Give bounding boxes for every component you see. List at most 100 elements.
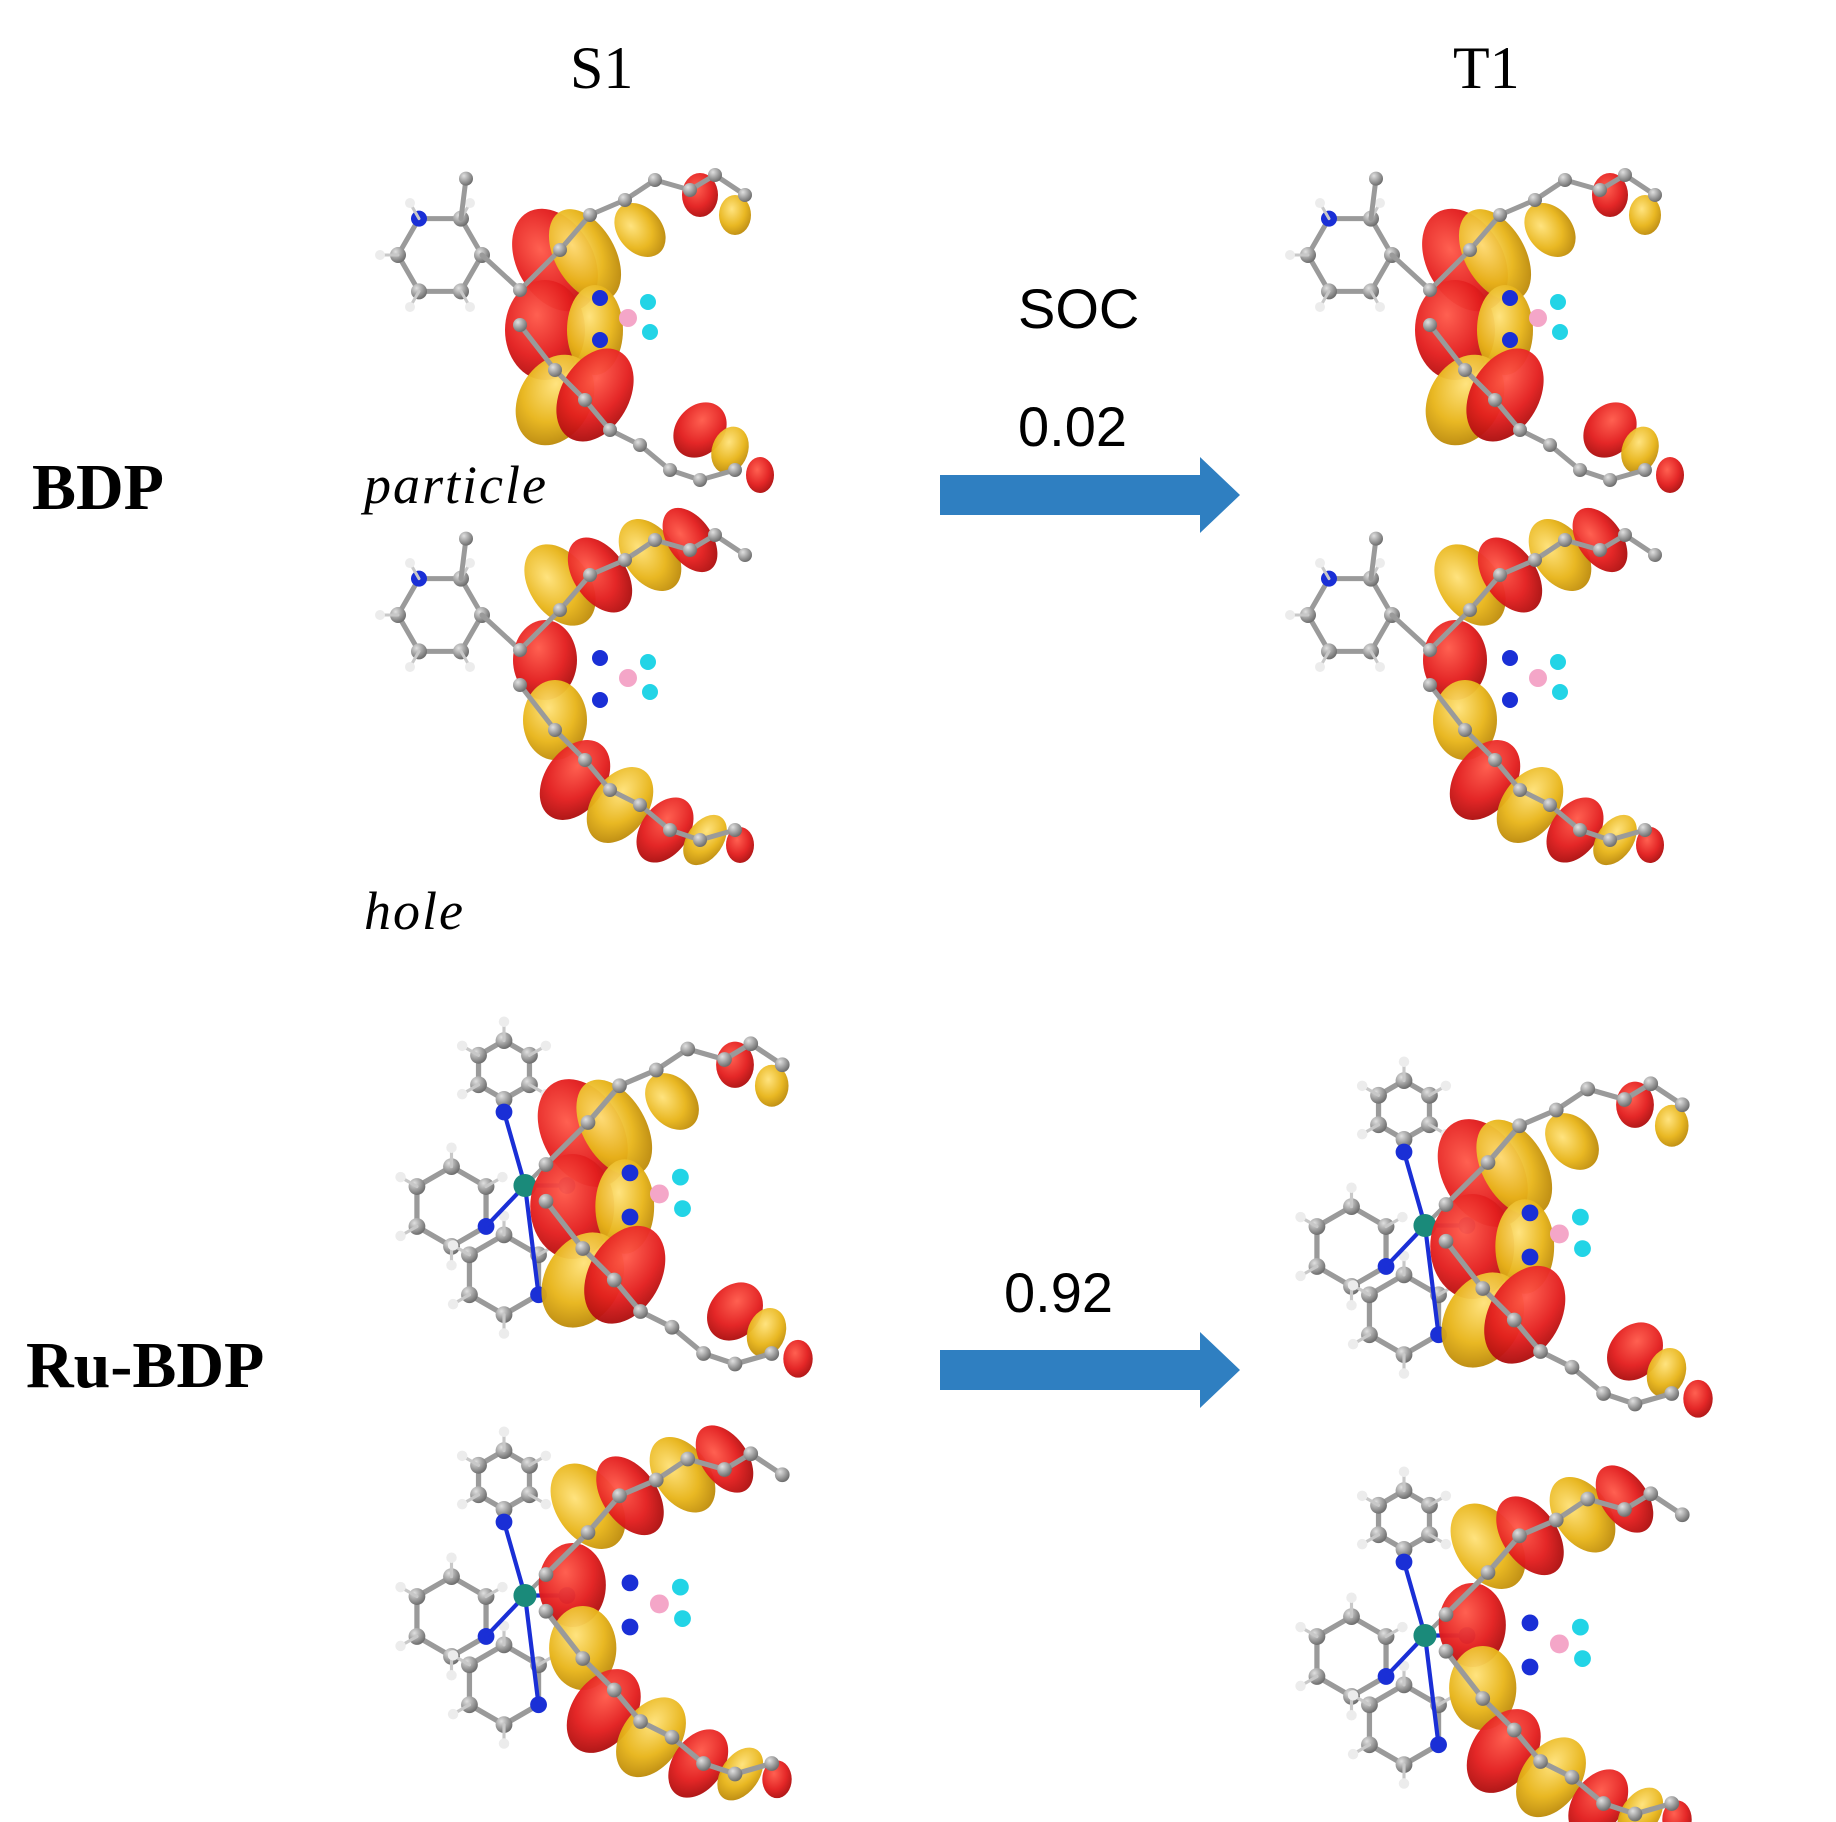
carbon-atom: [774, 1057, 790, 1073]
hydrogen-atom: [1347, 1338, 1359, 1350]
bond: [552, 727, 588, 763]
methylpyridine-group: [375, 171, 523, 312]
carbon-atom: [743, 1446, 759, 1462]
bodipy-core: [1423, 168, 1662, 487]
bond: [1462, 367, 1498, 403]
bond: [1422, 1633, 1441, 1747]
carbon-atom: [1580, 1491, 1596, 1507]
fluorine-atom: [1574, 1650, 1591, 1667]
carbon-atom: [1543, 798, 1557, 812]
bodipy-core: [538, 1036, 790, 1372]
bond: [1401, 1559, 1428, 1638]
bond: [1443, 1238, 1486, 1292]
orbital-lobe-yellow: [1646, 1347, 1687, 1398]
carbon-atom: [1674, 1097, 1690, 1113]
bdp-s1-hole-panel: [375, 507, 754, 866]
carbon-atom: [513, 318, 527, 332]
carbon-atom: [1558, 173, 1572, 187]
carbon-atom: [728, 823, 742, 837]
hydrogen-atom: [1346, 1592, 1357, 1603]
carbon-atom: [1543, 438, 1557, 452]
carbon-atom: [580, 1115, 596, 1130]
carbon-atom: [1438, 1233, 1454, 1249]
hydrogen-atom: [375, 610, 385, 620]
hydrogen-atom: [1375, 301, 1385, 312]
carbon-atom: [1438, 1607, 1454, 1622]
carbon-atom: [1458, 723, 1472, 737]
carbon-atom: [696, 1346, 711, 1361]
orbital-lobe-red: [1595, 1465, 1654, 1533]
hydrogen-atom: [395, 1230, 406, 1242]
bond: [1427, 607, 1473, 653]
carbon-atom: [548, 723, 562, 737]
carbon-atom: [583, 208, 597, 222]
orbital-lobe-red: [1572, 507, 1628, 573]
bond: [580, 1245, 617, 1283]
orbital-lobe-yellow: [754, 1064, 789, 1107]
hydrogen-atom: [1285, 250, 1295, 260]
soc-value-bdp: 0.02: [1018, 395, 1127, 458]
hole-orbital-density: [538, 1425, 792, 1801]
particle-orbital-density: [530, 1041, 813, 1378]
boron-atom: [1529, 669, 1547, 687]
carbon-atom: [743, 1036, 759, 1052]
hydrogen-atom: [1315, 661, 1325, 672]
nitrogen-atom: [1502, 290, 1518, 306]
bond: [501, 1519, 528, 1598]
carbon-atom: [1664, 1796, 1680, 1811]
bond: [557, 212, 593, 253]
carbon-atom: [683, 543, 697, 557]
particle-label: particle: [364, 455, 548, 515]
carbon-atom: [1369, 171, 1383, 186]
nitrogen-atom: [592, 650, 608, 666]
orbital-lobe-red: [596, 1456, 664, 1536]
carbon-atom: [1638, 823, 1652, 837]
hydrogen-atom: [1346, 1182, 1357, 1193]
orbital-lobe-yellow: [1545, 1113, 1599, 1170]
orbital-lobe-yellow: [1476, 1119, 1553, 1216]
carbon-atom: [612, 1078, 627, 1094]
orbital-lobe-yellow: [576, 1079, 653, 1176]
carbon-atom: [1573, 463, 1587, 477]
carbon-atom: [648, 173, 662, 187]
carbon-atom: [1528, 193, 1542, 207]
carbon-atom: [1438, 1197, 1454, 1212]
hydrogen-atom: [1356, 1490, 1368, 1502]
fluorine-atom: [674, 1610, 691, 1627]
bond: [543, 1608, 586, 1662]
carbon-atom: [1548, 1512, 1564, 1528]
nitrogen-atom: [621, 1618, 639, 1636]
orbital-lobe-yellow: [1621, 426, 1659, 474]
hydrogen-atom: [1347, 1280, 1359, 1291]
orbital-lobe-yellow: [1654, 1104, 1689, 1147]
carbon-atom: [693, 833, 707, 847]
hydrogen-atom: [1440, 1080, 1452, 1092]
hydrogen-atom: [1295, 1211, 1306, 1223]
ruthenium-complex: [1295, 1056, 1476, 1379]
carbon-atom: [774, 1467, 790, 1483]
carbon-atom: [513, 643, 527, 657]
fluorine-atom: [640, 294, 656, 310]
hydrogen-atom: [497, 1171, 508, 1183]
nitrogen-atom: [621, 1574, 639, 1592]
bond: [479, 252, 523, 293]
carbon-atom: [708, 168, 722, 182]
hydrogen-atom: [405, 198, 415, 209]
orbital-lobe-red: [567, 537, 633, 613]
carbon-atom: [495, 1501, 513, 1518]
carbon-atom: [680, 1451, 696, 1467]
bond: [1427, 247, 1473, 293]
bond: [1443, 1569, 1491, 1618]
row-label-ru-bdp: Ru-BDP: [26, 1329, 265, 1402]
carbon-atom: [1603, 473, 1617, 487]
orbital-lobe-yellow: [711, 426, 749, 474]
hydrogen-atom: [498, 1426, 510, 1437]
hydrogen-atom: [465, 661, 475, 672]
carbon-atom: [1475, 1691, 1491, 1706]
carbon-atom: [618, 193, 632, 207]
carbon-atom: [580, 1525, 596, 1540]
fluorine-atom: [1552, 324, 1568, 340]
carbon-atom: [1423, 318, 1437, 332]
orbital-lobe-yellow: [645, 1073, 699, 1130]
column-header-s1: S1: [570, 35, 634, 101]
